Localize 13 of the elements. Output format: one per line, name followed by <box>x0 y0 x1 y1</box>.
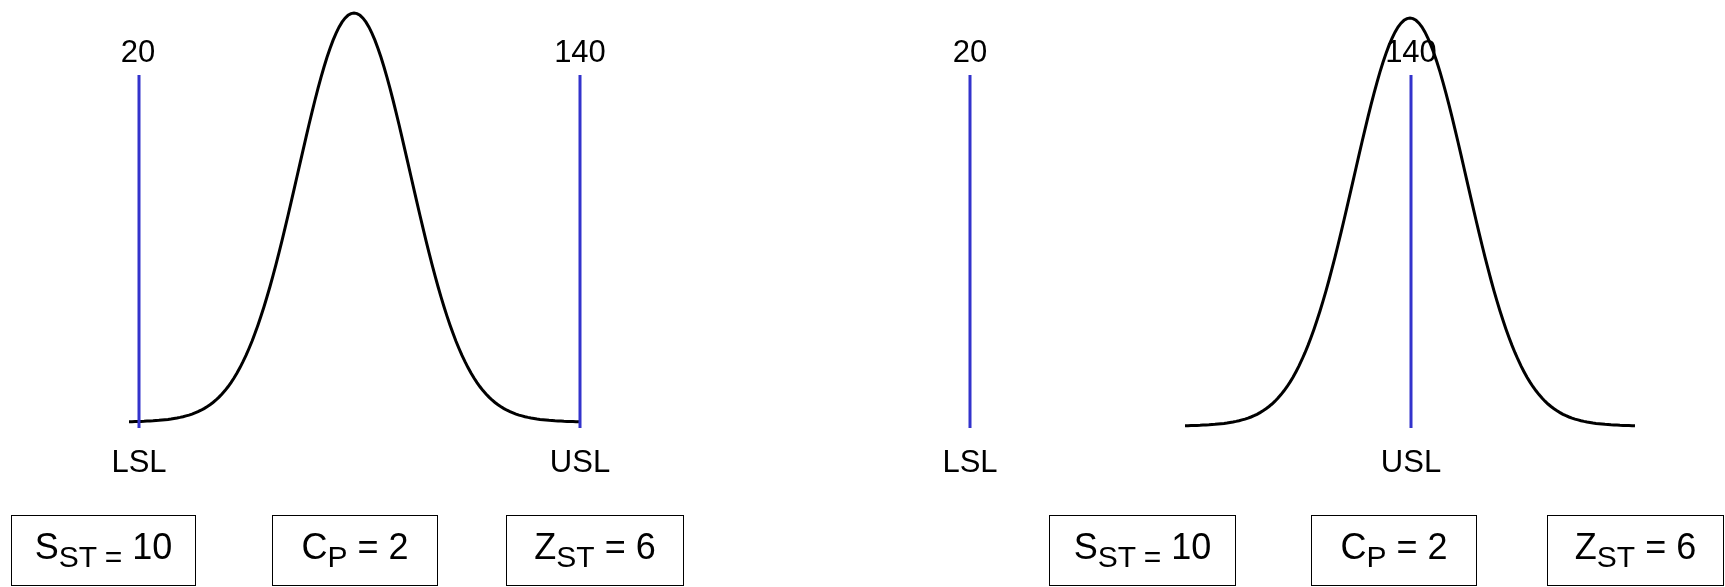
limit-label: USL <box>549 446 611 477</box>
limit-value: 20 <box>120 36 156 67</box>
metric-box: C$_{P}$ = 2 <box>1311 515 1477 586</box>
metric-box: C$_{P}$ = 2 <box>272 515 438 586</box>
limit-label: LSL <box>111 446 167 477</box>
metric-box: S$_{ST =}$ 10 <box>1049 515 1236 586</box>
limit-label: USL <box>1380 446 1442 477</box>
limit-value: 20 <box>952 36 988 67</box>
metric-box: Z$_{ST}$ = 6 <box>1547 515 1724 586</box>
limit-label: LSL <box>942 446 998 477</box>
metric-box: S$_{ST =}$ 10 <box>11 515 196 586</box>
limit-value: 140 <box>554 36 606 67</box>
metric-box: Z$_{ST}$ = 6 <box>506 515 684 586</box>
